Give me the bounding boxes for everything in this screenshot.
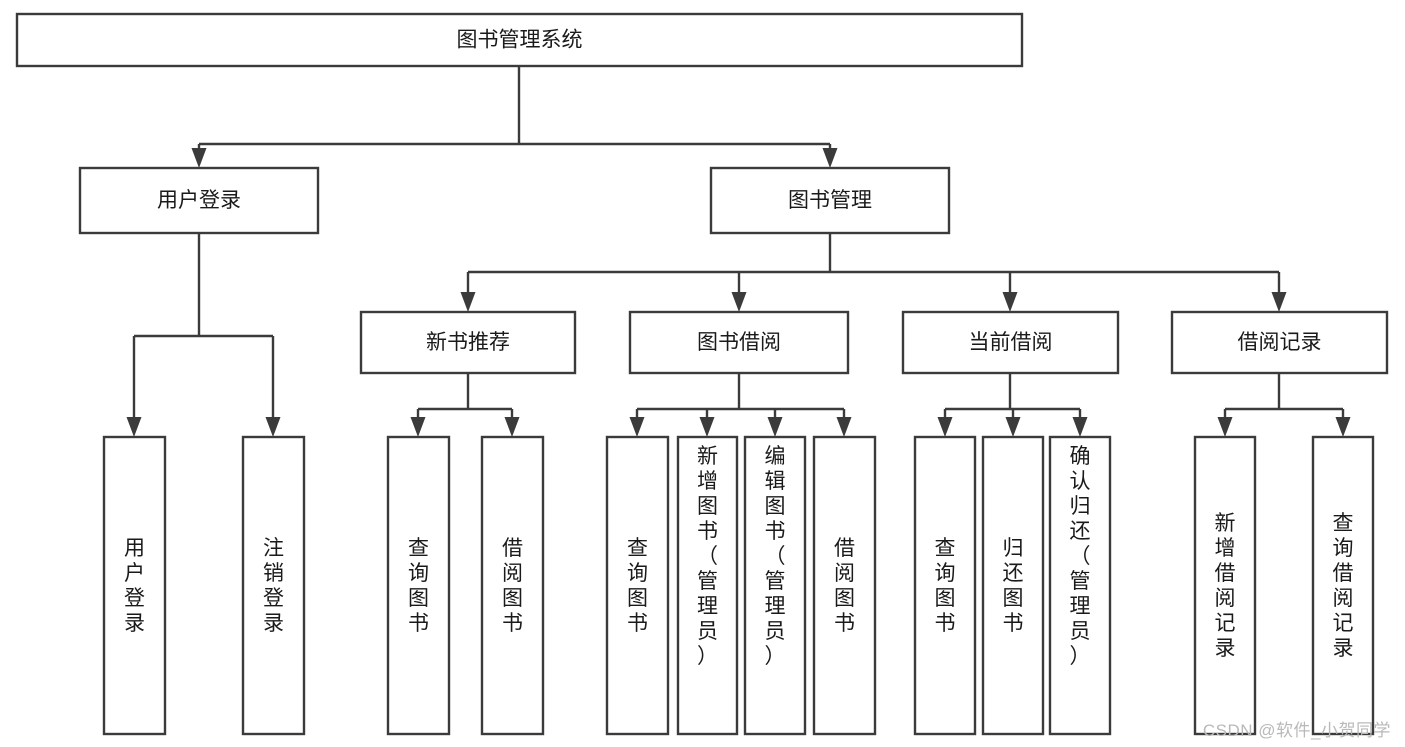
arrow-head-icon [1005, 417, 1021, 437]
arrow-head-icon [504, 417, 520, 437]
arrow-head-icon [731, 292, 747, 312]
node-box[interactable] [359, 310, 577, 375]
node-label: 查询借阅记录 [1333, 512, 1354, 660]
node-label: 编辑图书（管理员） [765, 445, 786, 668]
arrow-head-icon [126, 417, 142, 437]
node-label: 借阅记录 [1238, 331, 1322, 354]
node-box[interactable] [1193, 435, 1257, 736]
node-label: 查询图书 [627, 537, 648, 635]
leaf-node-归还图书[interactable]: 归还图书 [981, 435, 1045, 736]
node-box[interactable] [743, 435, 807, 736]
node-box[interactable] [1048, 435, 1112, 736]
level2-node-图书借阅[interactable]: 图书借阅 [628, 310, 850, 375]
arrow-head-icon [1271, 292, 1287, 312]
arrow-head-icon [1072, 417, 1088, 437]
node-box[interactable] [901, 310, 1120, 375]
node-box[interactable] [78, 166, 320, 235]
node-box[interactable] [676, 435, 739, 736]
node-label: 图书借阅 [697, 331, 781, 354]
arrow-head-icon [265, 417, 281, 437]
leaf-node-借阅图书[interactable]: 借阅图书 [480, 435, 545, 736]
level1-node-用户登录[interactable]: 用户登录 [78, 166, 320, 235]
connector-borrow-record-to-leaves [1217, 373, 1351, 437]
node-box[interactable] [241, 435, 306, 736]
leaf-node-借阅图书[interactable]: 借阅图书 [812, 435, 877, 736]
leaf-node-新增图书管理员[interactable]: 新增图书（管理员） [676, 435, 739, 736]
arrow-head-icon [1217, 417, 1233, 437]
level1-node-图书管理[interactable]: 图书管理 [709, 166, 951, 235]
node-box[interactable] [913, 435, 977, 736]
level2-node-新书推荐[interactable]: 新书推荐 [359, 310, 577, 375]
node-label: 注销登录 [263, 537, 284, 635]
node-label: 借阅图书 [502, 537, 523, 635]
node-box[interactable] [480, 435, 545, 736]
node-box[interactable] [709, 166, 951, 235]
node-box[interactable] [102, 435, 167, 736]
node-label: 图书管理系统 [457, 29, 583, 52]
node-label: 当前借阅 [969, 331, 1053, 354]
leaf-node-查询借阅记录[interactable]: 查询借阅记录 [1311, 435, 1375, 736]
node-label: 新增图书（管理员） [697, 445, 718, 668]
leaf-node-注销登录[interactable]: 注销登录 [241, 435, 306, 736]
node-label: 借阅图书 [834, 537, 855, 635]
connector-book-manage-to-level2 [460, 233, 1287, 312]
node-box[interactable] [1170, 310, 1389, 375]
arrow-head-icon [836, 417, 852, 437]
node-label: 用户登录 [124, 537, 145, 635]
node-label: 用户登录 [157, 189, 241, 212]
node-label: 图书管理 [788, 189, 872, 212]
level2-node-当前借阅[interactable]: 当前借阅 [901, 310, 1120, 375]
connector-new-book-to-leaves [410, 373, 520, 437]
connector-root-to-level1 [191, 66, 838, 168]
leaf-node-新增借阅记录[interactable]: 新增借阅记录 [1193, 435, 1257, 736]
node-label: 查询图书 [408, 537, 429, 635]
node-box[interactable] [15, 12, 1024, 68]
arrow-head-icon [191, 148, 207, 168]
node-box[interactable] [386, 435, 451, 736]
arrow-head-icon [822, 148, 838, 168]
node-layer: 图书管理系统用户登录图书管理新书推荐图书借阅当前借阅借阅记录用户登录注销登录查询… [15, 12, 1389, 736]
node-label: 新增借阅记录 [1215, 512, 1236, 660]
node-box[interactable] [812, 435, 877, 736]
node-box[interactable] [1311, 435, 1375, 736]
arrow-head-icon [1335, 417, 1351, 437]
node-label: 归还图书 [1003, 537, 1024, 635]
root-node-图书管理系统[interactable]: 图书管理系统 [15, 12, 1024, 68]
arrow-head-icon [699, 417, 715, 437]
arrow-head-icon [1002, 292, 1018, 312]
node-label: 查询图书 [935, 537, 956, 635]
arrow-head-icon [629, 417, 645, 437]
node-label: 确认归还（管理员） [1070, 445, 1091, 668]
watermark-text: CSDN @软件_小贺同学 [1202, 721, 1391, 740]
arrow-head-icon [767, 417, 783, 437]
arrow-head-icon [937, 417, 953, 437]
leaf-node-编辑图书管理员[interactable]: 编辑图书（管理员） [743, 435, 807, 736]
leaf-node-查询图书[interactable]: 查询图书 [913, 435, 977, 736]
connector-layer [126, 66, 1351, 437]
node-box[interactable] [605, 435, 670, 736]
level2-node-借阅记录[interactable]: 借阅记录 [1170, 310, 1389, 375]
node-label: 新书推荐 [426, 331, 510, 354]
leaf-node-查询图书[interactable]: 查询图书 [605, 435, 670, 736]
node-box[interactable] [981, 435, 1045, 736]
arrow-head-icon [410, 417, 426, 437]
arrow-head-icon [460, 292, 476, 312]
connector-book-borrow-to-leaves [629, 373, 852, 437]
leaf-node-查询图书[interactable]: 查询图书 [386, 435, 451, 736]
connector-user-login-to-leaves [126, 233, 281, 437]
leaf-node-用户登录[interactable]: 用户登录 [102, 435, 167, 736]
leaf-node-确认归还管理员[interactable]: 确认归还（管理员） [1048, 435, 1112, 736]
node-box[interactable] [628, 310, 850, 375]
connector-current-borrow-to-leaves [937, 373, 1088, 437]
